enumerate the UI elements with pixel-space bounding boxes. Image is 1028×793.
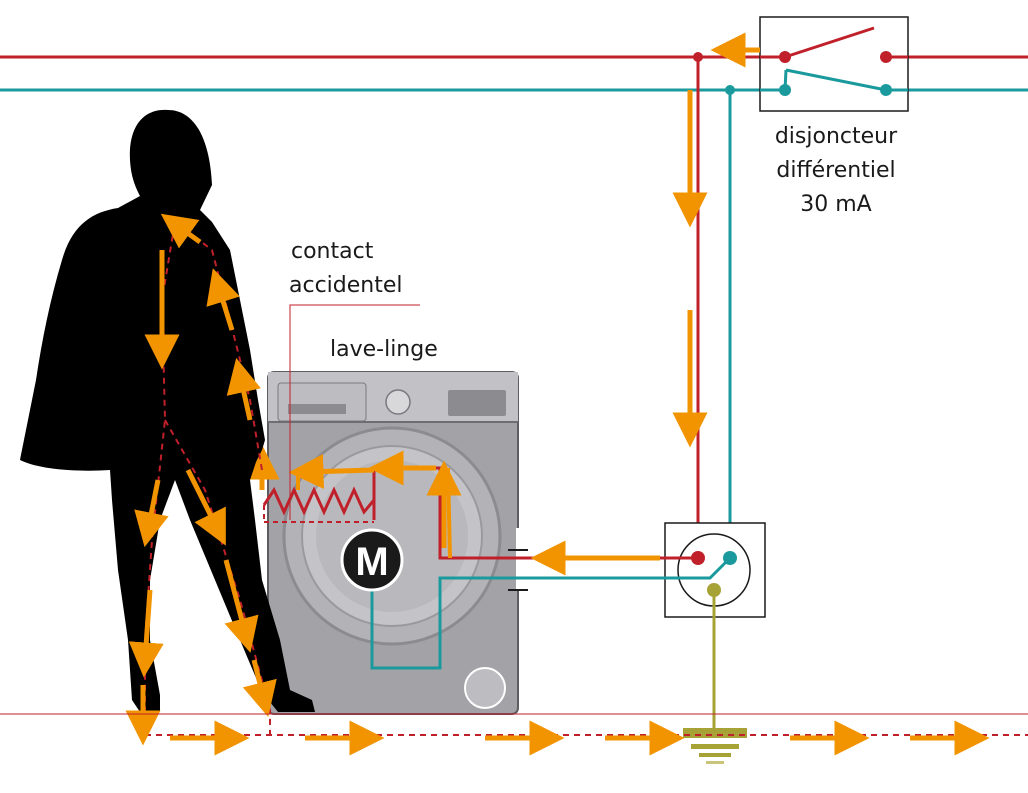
current-arrow [206, 268, 240, 331]
motor-label: M [355, 540, 388, 584]
current-arrow [288, 453, 375, 489]
neutral-inside-machine [370, 556, 732, 670]
current-arrow [160, 213, 202, 249]
contact-label-line1: contact [291, 239, 374, 264]
motor-symbol [340, 528, 404, 592]
contact-leader [289, 304, 420, 520]
switch-symbol [759, 16, 909, 112]
earth-symbol [683, 728, 747, 764]
current-arrow [223, 559, 259, 653]
wall-socket [664, 522, 766, 618]
breaker-label-line2: différentiel [776, 158, 895, 183]
current-arrow [226, 357, 261, 421]
current-arrow [242, 659, 277, 717]
current-path [296, 470, 302, 490]
contact-label-line2: accidentel [289, 273, 403, 298]
breaker-label-line1: disjoncteur [775, 124, 898, 149]
breaker-label-line3: 30 mA [800, 192, 871, 217]
current-arrow [128, 589, 164, 678]
machine-label: lave-linge [330, 337, 438, 362]
person-silhouette [20, 109, 315, 712]
current-arrow [134, 479, 169, 548]
heating-element [262, 486, 376, 516]
current-arrow [185, 468, 226, 546]
